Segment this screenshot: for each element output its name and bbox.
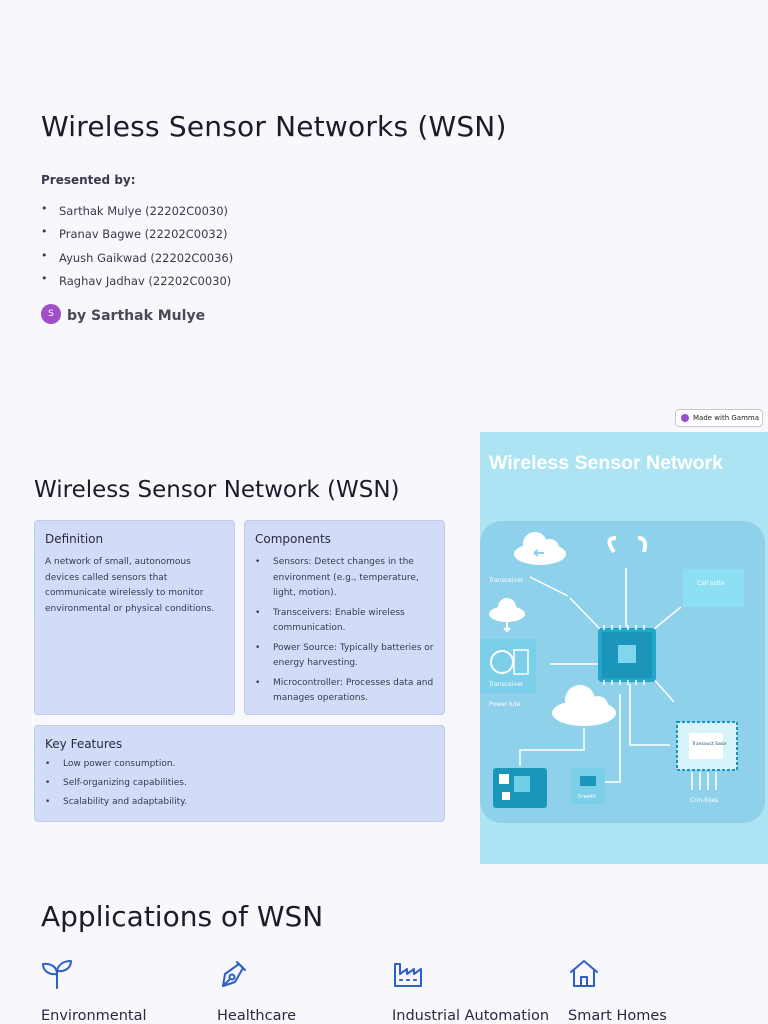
diagram-label: Transouct Salor <box>691 741 727 747</box>
definition-text: A network of small, autonomous devices c… <box>45 557 215 614</box>
house-icon <box>570 960 598 987</box>
diagram-label: Transceiver <box>488 681 524 688</box>
gamma-logo-icon <box>681 414 689 422</box>
applications-slide: Applications of WSN Environmental Monito… <box>0 864 768 1024</box>
definition-card: Definition A network of small, autonomou… <box>34 520 235 715</box>
microcontroller-chip-icon <box>598 625 656 685</box>
features-list: Low power consumption. Self-organizing c… <box>45 757 434 810</box>
application-label: Smart Homes <box>568 1008 667 1024</box>
slide-title: Wireless Sensor Network (WSN) <box>34 477 400 503</box>
presented-by-label: Presented by: <box>41 173 136 187</box>
wsn-overview-slide: Wireless Sensor Network (WSN) Definition… <box>0 432 768 864</box>
list-item: Sensors: Detect changes in the environme… <box>255 555 434 602</box>
diagram-title: Wireless Sensor Network <box>489 452 723 474</box>
pen-nib-icon <box>222 961 246 987</box>
member-list: Sarthak Mulye (22202C0030) Pranav Bagwe … <box>41 202 233 297</box>
list-item: Power Source: Typically batteries or ene… <box>255 641 434 672</box>
diagram-label: Transceiver <box>488 577 524 584</box>
slide-title: Applications of WSN <box>41 900 324 933</box>
title-slide: Wireless Sensor Networks (WSN) Presented… <box>0 0 768 432</box>
circuit-board-icon <box>493 768 547 808</box>
wsn-diagram-image: Wireless Sensor Network <box>480 432 768 864</box>
author-name: by Sarthak Mulye <box>67 307 206 324</box>
cloud-icon <box>552 685 616 726</box>
diagram-label: Sreekt <box>578 794 597 800</box>
sprout-icon <box>42 960 72 989</box>
list-item: Self-organizing capabilities. <box>45 776 434 791</box>
diagram-label: Call solte <box>697 580 725 587</box>
card-heading: Definition <box>45 532 104 546</box>
application-industrial: Industrial Automation <box>392 958 552 1024</box>
application-smart-homes: Smart Homes <box>568 958 728 1024</box>
member-item: Sarthak Mulye (22202C0030) <box>41 202 233 227</box>
made-with-gamma-badge[interactable]: Made with Gamma <box>675 409 763 427</box>
list-item: Transceivers: Enable wireless communicat… <box>255 606 434 637</box>
member-item: Ayush Gaikwad (22202C0036) <box>41 249 233 274</box>
factory-icon <box>394 963 422 987</box>
badge-label: Made with Gamma <box>693 414 760 422</box>
application-environmental: Environmental Monitoring <box>41 958 201 1024</box>
card-heading: Components <box>255 532 331 546</box>
application-label: Healthcare <box>217 1008 297 1024</box>
member-item: Pranav Bagwe (22202C0032) <box>41 225 233 250</box>
application-label: Industrial Automation <box>392 1008 550 1024</box>
card-heading: Key Features <box>45 737 123 751</box>
application-healthcare: Healthcare <box>217 958 377 1024</box>
cloud-icon <box>489 598 525 622</box>
application-label: Environmental Monitoring <box>41 1008 147 1024</box>
diagram-label: Crin-bijes <box>690 797 718 804</box>
member-item: Raghav Jadhav (22202C0030) <box>41 272 233 297</box>
sensor-node-icon <box>676 721 738 790</box>
components-list: Sensors: Detect changes in the environme… <box>255 555 434 707</box>
list-item: Microcontroller: Processes data and mana… <box>255 676 434 707</box>
components-card: Components Sensors: Detect changes in th… <box>244 520 445 715</box>
author-line: S by Sarthak Mulye <box>41 304 205 324</box>
slide-title: Wireless Sensor Networks (WSN) <box>41 110 507 143</box>
list-item: Scalability and adaptability. <box>45 795 434 810</box>
key-features-card: Key Features Low power consumption. Self… <box>34 725 445 822</box>
diagram-label: Power lute <box>489 701 521 708</box>
list-item: Low power consumption. <box>45 757 434 772</box>
avatar: S <box>41 304 61 324</box>
